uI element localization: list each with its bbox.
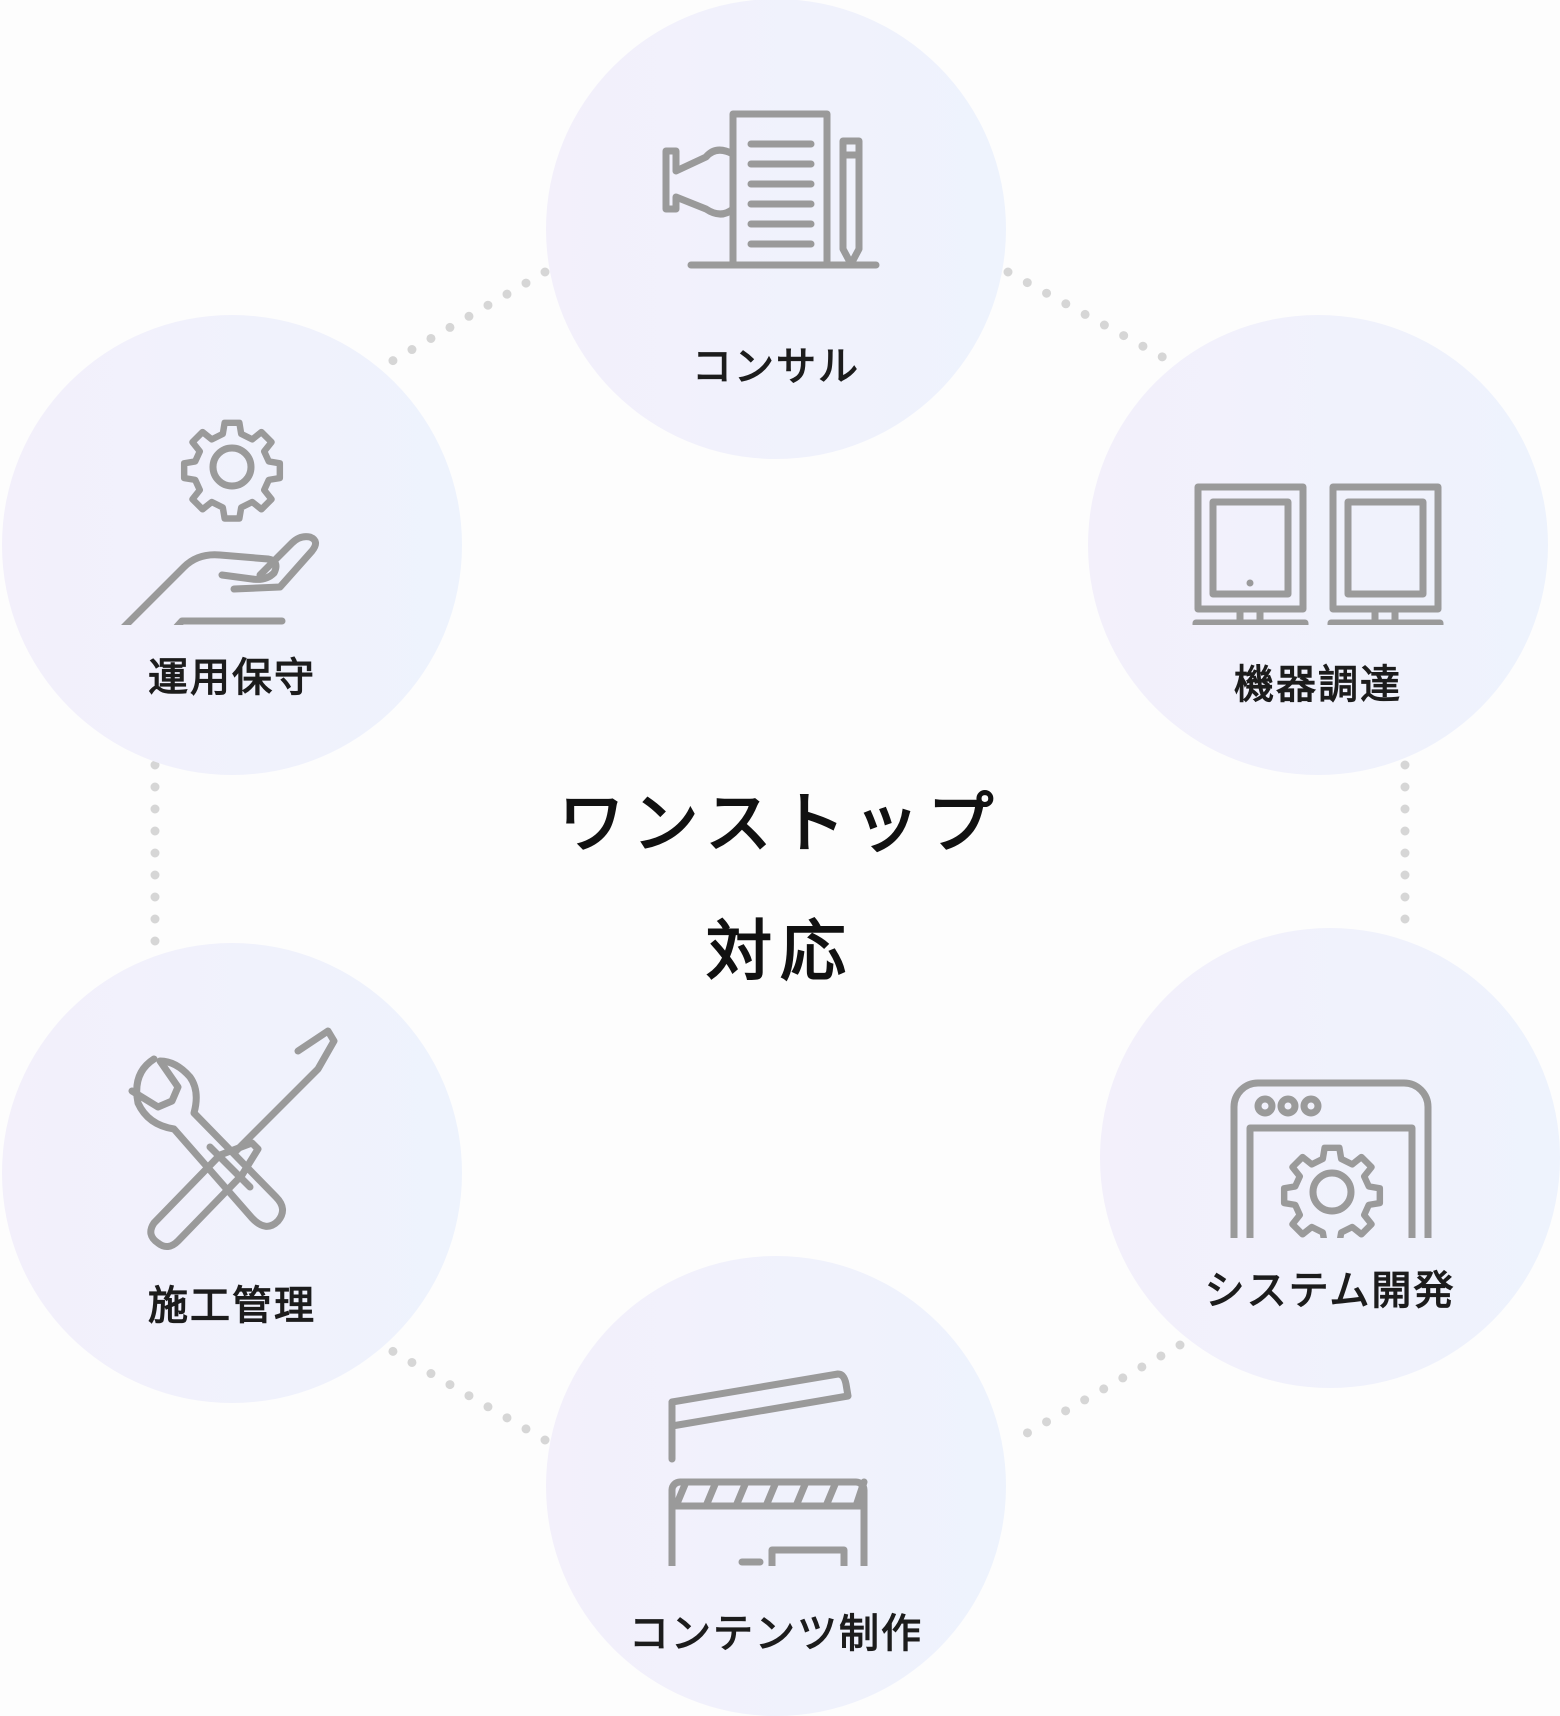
hand-gear-icon — [121, 419, 319, 625]
browser-gear-icon — [1230, 1079, 1432, 1238]
node-label: 運用保守 — [148, 655, 316, 701]
document-hand-pen-icon — [662, 110, 880, 269]
node-consul: コンサル — [546, 0, 1006, 459]
clapperboard-icon — [668, 1370, 868, 1566]
two-monitors-icon — [1192, 483, 1444, 625]
center-title-line1: ワンストップ — [558, 785, 1002, 862]
node-content: コンテンツ制作 — [546, 1256, 1006, 1716]
node-label: コンテンツ制作 — [629, 1611, 923, 1657]
node-unyo: 運用保守 — [2, 315, 462, 775]
node-shiko: 施工管理 — [2, 943, 462, 1403]
wrench-screwdriver-icon — [128, 1027, 338, 1250]
node-label: コンサル — [692, 344, 860, 390]
node-label: 機器調達 — [1234, 662, 1402, 708]
node-label: 施工管理 — [148, 1283, 316, 1329]
node-kiki: 機器調達 — [1088, 315, 1548, 775]
center-title-line2: 対応 — [706, 913, 854, 990]
node-label: システム開発 — [1204, 1268, 1456, 1314]
node-system: システム開発 — [1100, 928, 1560, 1388]
